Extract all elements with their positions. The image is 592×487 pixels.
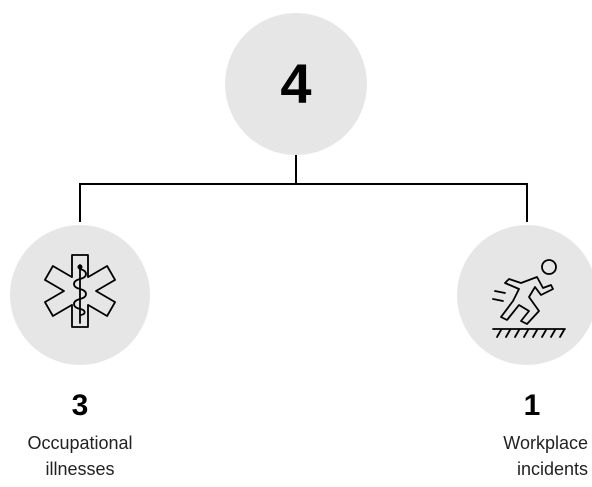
incident-label-line1: Workplace <box>503 433 588 453</box>
illness-label-line2: illnesses <box>45 459 115 479</box>
total-circle: 4 <box>225 13 367 155</box>
tree-connector <box>79 155 528 222</box>
illness-count: 3 <box>71 389 89 422</box>
slip-fall-icon <box>492 259 566 338</box>
illness-label: Occupational illnesses <box>0 430 160 482</box>
incident-count: 1 <box>523 389 541 422</box>
incident-label: Workplace incidents <box>452 430 592 482</box>
illness-label-line1: Occupational <box>27 433 133 453</box>
incident-circle <box>457 225 592 365</box>
incident-label-line2: incidents <box>516 459 588 479</box>
illness-circle <box>10 225 150 365</box>
total-value: 4 <box>280 52 312 115</box>
star-of-life-icon <box>44 254 116 328</box>
